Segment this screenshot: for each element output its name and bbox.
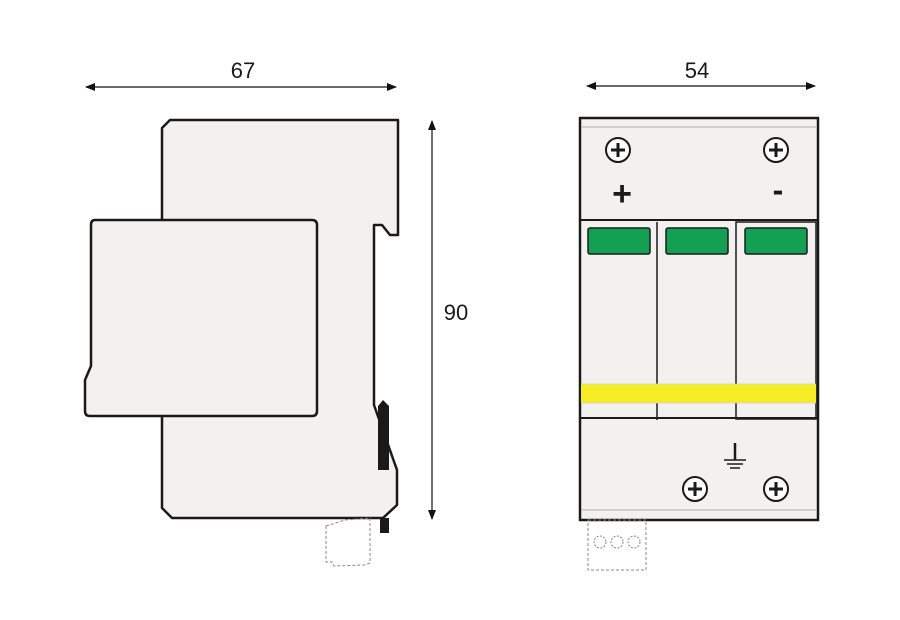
screw-terminal-icon <box>763 476 789 502</box>
module-3-outline <box>735 221 817 420</box>
removed-plug-outline <box>587 519 647 571</box>
positive-terminal-label: + <box>612 175 632 213</box>
dimension-height: 90 <box>428 120 468 520</box>
screw-terminal-icon <box>682 476 708 502</box>
svg-text:67: 67 <box>231 58 255 83</box>
svg-text:54: 54 <box>685 58 709 83</box>
front-body <box>578 116 820 522</box>
ground-icon <box>724 443 746 469</box>
yellow-band <box>581 384 816 403</box>
dimension-side-width: 67 <box>85 58 397 91</box>
removed-plug-outline <box>325 517 371 567</box>
din-clip-shadow <box>378 259 388 391</box>
status-indicator-3 <box>744 227 808 255</box>
side-view <box>83 118 400 567</box>
front-face <box>83 218 319 418</box>
status-indicator-1 <box>587 227 651 255</box>
screw-terminal-icon <box>763 137 789 163</box>
front-view: + - <box>578 116 820 571</box>
status-indicator-2 <box>665 227 729 255</box>
din-rail-clip <box>378 400 389 533</box>
svg-text:90: 90 <box>444 300 468 325</box>
negative-terminal-label: - <box>773 172 784 208</box>
dimension-front-width: 54 <box>586 58 816 90</box>
screw-terminal-icon <box>605 137 631 163</box>
